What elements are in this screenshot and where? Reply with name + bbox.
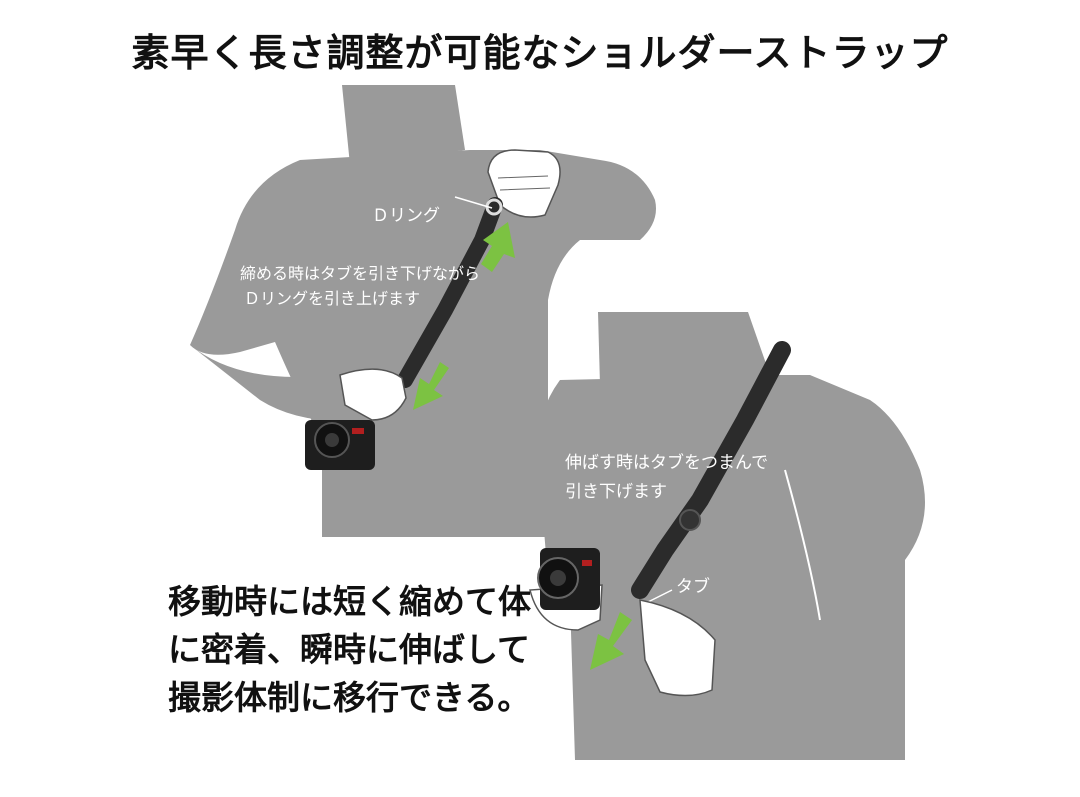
caption-line2: に密着、瞬時に伸ばして <box>168 630 531 669</box>
d-ring-label: Ｄリング <box>372 206 440 226</box>
strap-2 <box>631 341 791 599</box>
tab-pointer <box>647 589 673 603</box>
caption: 移動時には短く縮めて体 に密着、瞬時に伸ばして 撮影体制に移行できる。 <box>168 578 531 722</box>
strap-1 <box>397 197 503 388</box>
up-arrow-icon <box>481 222 515 272</box>
tighten-instruction-line2: Ｄリングを引き上げます <box>244 289 421 308</box>
hand-pulling-tab <box>339 368 407 421</box>
caption-line1: 移動時には短く縮めて体 <box>168 582 531 621</box>
camera-icon <box>537 548 600 610</box>
hand-pulling-d-ring <box>487 149 561 218</box>
strap-buckle <box>679 509 701 531</box>
extend-instruction-line2: 引き下げます <box>565 482 667 502</box>
down-arrow-icon <box>413 362 449 410</box>
tab-label: タブ <box>676 577 710 597</box>
hand-pinching-tab <box>639 599 716 697</box>
tighten-instruction-line1: 締める時はタブを引き下げながら <box>240 264 481 283</box>
down-arrow-icon <box>590 612 632 670</box>
caption-line3: 撮影体制に移行できる。 <box>168 678 531 717</box>
extend-instruction-line1: 伸ばす時はタブをつまんで <box>565 453 769 473</box>
d-ring-pointer <box>454 196 493 209</box>
camera-icon <box>305 420 375 470</box>
person-silhouette-2 <box>537 312 925 760</box>
page-title: 素早く長さ調整が可能なショルダーストラップ <box>131 31 949 75</box>
